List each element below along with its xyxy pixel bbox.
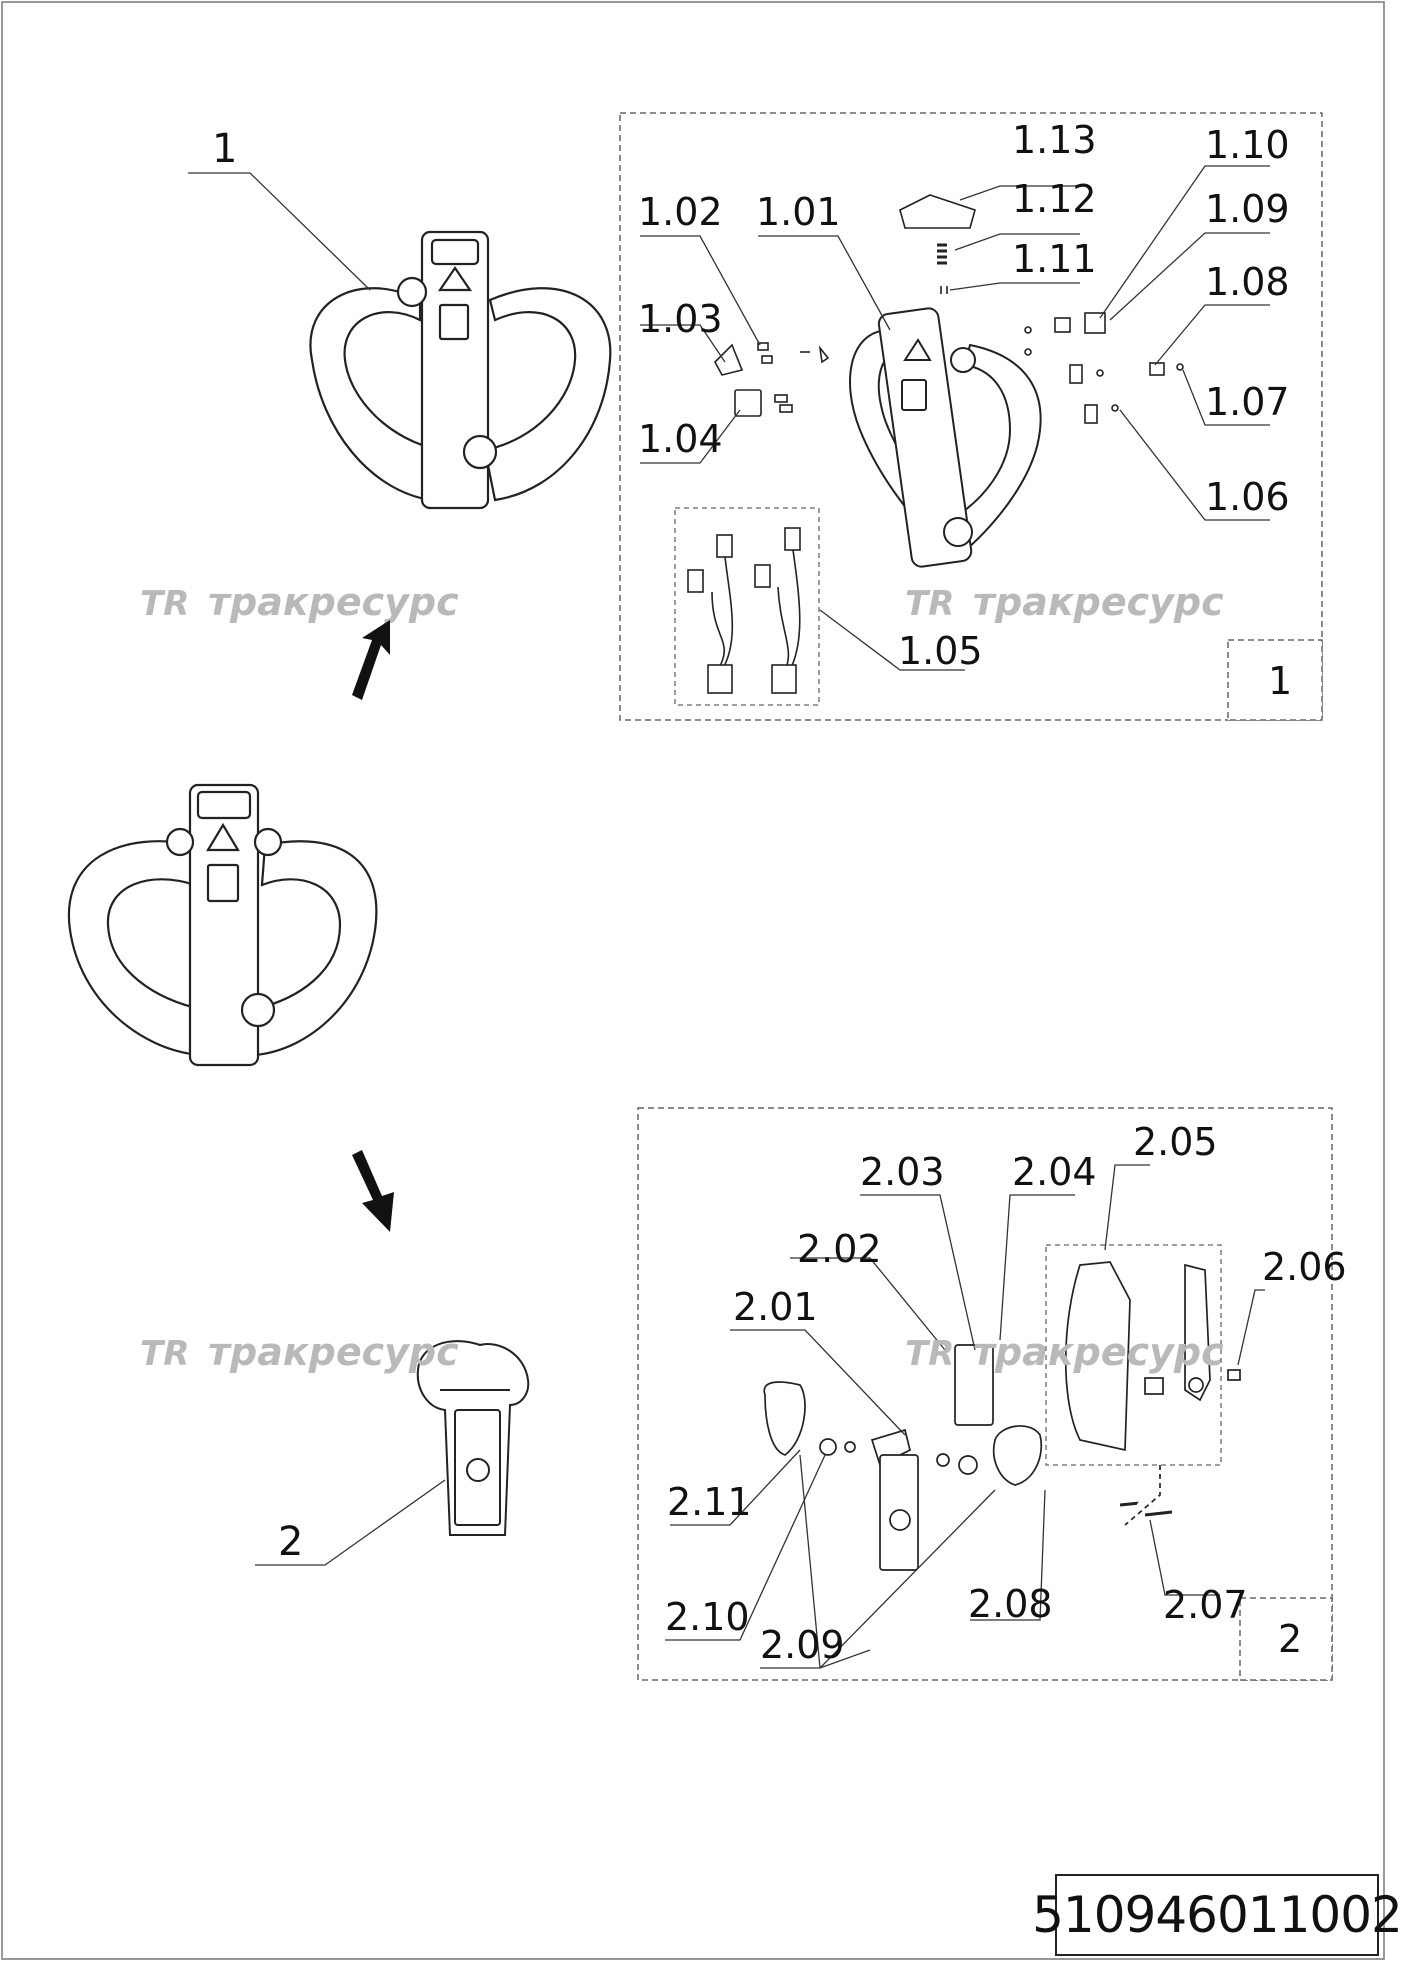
watermark-text: тракресурс [973,1330,1224,1374]
arrow-down-icon [352,1150,394,1232]
watermark-text: тракресурс [208,1330,459,1374]
wiring-harness-1-05 [687,527,801,694]
callout-1-03: 1.03 [638,297,723,341]
detail-box-2 [637,1107,1333,1681]
handle-front-view [67,783,378,1067]
callout-1-04: 1.04 [638,417,723,461]
callout-2-10: 2.10 [665,1595,750,1639]
callout-1-09: 1.09 [1205,187,1290,231]
overview-label-1: 1 [212,126,237,172]
handle-overview-2 [416,1340,530,1536]
callout-1-02: 1.02 [638,190,723,234]
callout-1-05: 1.05 [898,629,983,673]
watermark-logo: TR [140,1334,189,1374]
callout-labels-2: 2 2.01 2.02 2.03 2.04 2.05 2.06 2.07 2.0… [278,1120,1347,1667]
leader-lines-1 [188,165,1270,671]
callout-2-08: 2.08 [968,1582,1053,1626]
callout-2-01: 2.01 [733,1285,818,1329]
callout-2-06: 2.06 [1262,1245,1347,1289]
watermark-logo: TR [140,584,189,624]
callout-1-01: 1.01 [756,190,841,234]
overview-label-2: 2 [278,1519,303,1565]
callout-labels-1: 1 1.02 1.01 1.03 1.04 1.05 1.13 1.12 1.1… [212,118,1292,703]
callout-1-06: 1.06 [1205,475,1290,519]
watermark-logo: TR [905,1334,954,1374]
callout-1-12: 1.12 [1012,177,1097,221]
callout-2-11: 2.11 [667,1480,752,1524]
small-parts-1 [714,194,1184,424]
watermark-text: тракресурс [973,580,1224,624]
detail-box-1 [619,112,1323,721]
callout-2-03: 2.03 [860,1150,945,1194]
leader-lines-2 [255,1164,1265,1669]
callout-1-08: 1.08 [1205,260,1290,304]
detail-box-label-2: 2 [1278,1617,1302,1661]
watermark-logo: TR [905,584,954,624]
callout-2-07: 2.07 [1163,1583,1248,1627]
callout-1-10: 1.10 [1205,123,1290,167]
detail-box-label-1: 1 [1268,659,1292,703]
callout-2-05: 2.05 [1133,1120,1218,1164]
direction-arrows [352,620,394,1232]
callout-2-02: 2.02 [797,1227,882,1271]
callout-2-04: 2.04 [1012,1150,1097,1194]
handle-overview-1 [309,230,612,510]
callout-2-09: 2.09 [760,1623,845,1667]
watermark-1: TR тракресурс TR тракресурс [140,580,1224,624]
watermark-text: тракресурс [208,580,459,624]
callout-1-11: 1.11 [1012,237,1097,281]
document-number: 510946011002 [1032,1886,1402,1944]
callout-1-13: 1.13 [1012,118,1097,162]
document-number-box: 510946011002 [1032,1874,1402,1956]
callout-1-07: 1.07 [1205,380,1290,424]
small-parts-2 [763,1261,1241,1571]
watermark-2: TR тракресурс TR тракресурс [140,1330,1224,1374]
handle-detail-1 [849,307,1042,568]
arrow-up-icon [352,620,390,700]
